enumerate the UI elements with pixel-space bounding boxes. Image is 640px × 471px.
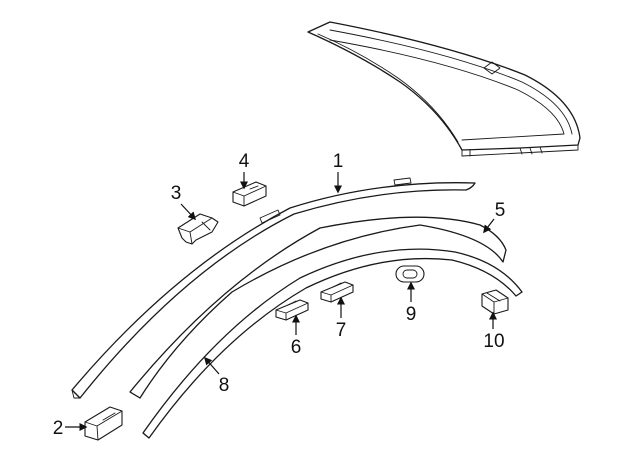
callout-1: 1 [333,151,344,172]
leader-3 [180,203,197,221]
callout-9: 9 [406,304,417,325]
bracket-clip [177,213,219,245]
retainer-strip [142,248,523,439]
end-cap-clip [84,406,123,441]
grommet [395,265,425,283]
callout-5: 5 [495,200,506,221]
callout-4: 4 [239,151,250,172]
leader-lines [65,172,497,431]
callout-2: 2 [53,418,64,439]
callout-10: 10 [483,331,504,352]
clip-6 [275,299,309,321]
callout-8: 8 [219,375,230,396]
roof-molding-outer [71,177,476,399]
roof-panel [307,21,581,157]
leader-5 [483,218,495,234]
clip-7 [320,281,354,303]
top-clip [232,181,267,207]
callout-7: 7 [336,320,347,341]
callout-6: 6 [291,337,302,358]
callout-3: 3 [171,183,182,204]
leader-8 [204,356,220,375]
roof-molding-inner [129,216,507,399]
end-clip [481,289,509,315]
callout-labels: 1 2 3 4 5 6 7 8 9 10 [53,151,506,439]
